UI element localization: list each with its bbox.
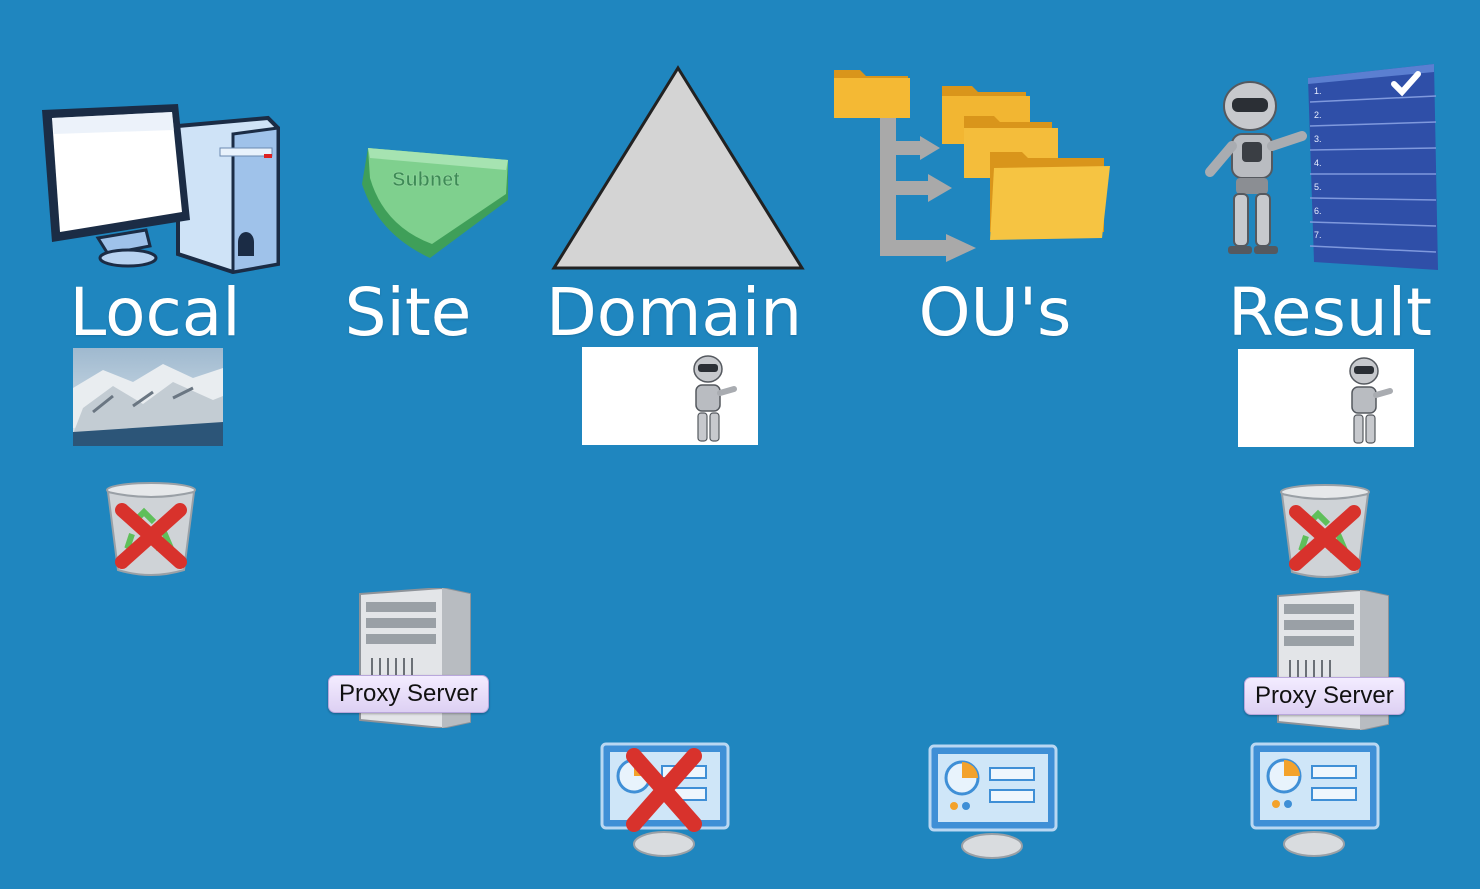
local-computer-icon <box>38 104 283 274</box>
checklist-item: 4. <box>1314 158 1322 168</box>
heading-ous: OU's <box>918 274 1072 351</box>
domain-triangle-icon <box>550 64 806 274</box>
checklist-item: 3. <box>1314 134 1322 144</box>
recycle-bin-removed-icon <box>104 482 198 578</box>
control-panel-removed-icon <box>598 740 732 858</box>
heading-local: Local <box>69 274 241 351</box>
result-robot-wallpaper-thumbnail <box>1238 349 1414 447</box>
checklist-item: 6. <box>1314 206 1322 216</box>
domain-robot-wallpaper-thumbnail <box>582 347 758 445</box>
result-proxy-server-label: Proxy Server <box>1244 677 1405 715</box>
recycle-bin-removed-icon-result <box>1278 484 1372 580</box>
checklist-item: 7. <box>1314 230 1322 240</box>
ou-control-panel-icon <box>926 742 1060 860</box>
heading-domain: Domain <box>545 274 803 351</box>
robot-icon <box>1205 81 1307 254</box>
site-proxy-server-label: Proxy Server <box>328 675 489 713</box>
ou-folder-tree-icon <box>830 58 1115 273</box>
checklist-item: 5. <box>1314 182 1322 192</box>
subnet-wedge-icon: Subnet <box>358 144 514 262</box>
subnet-label: Subnet <box>392 169 460 191</box>
checklist-item: 2. <box>1314 110 1322 120</box>
heading-result: Result <box>1228 274 1432 351</box>
checklist-item: 1. <box>1314 86 1322 96</box>
result-control-panel-icon <box>1248 740 1382 858</box>
heading-site: Site <box>344 274 472 351</box>
mountain-wallpaper-thumbnail <box>73 348 223 446</box>
result-robot-checklist-icon: 1. 2. 3. 4. 5. 6. 7. <box>1198 62 1448 274</box>
